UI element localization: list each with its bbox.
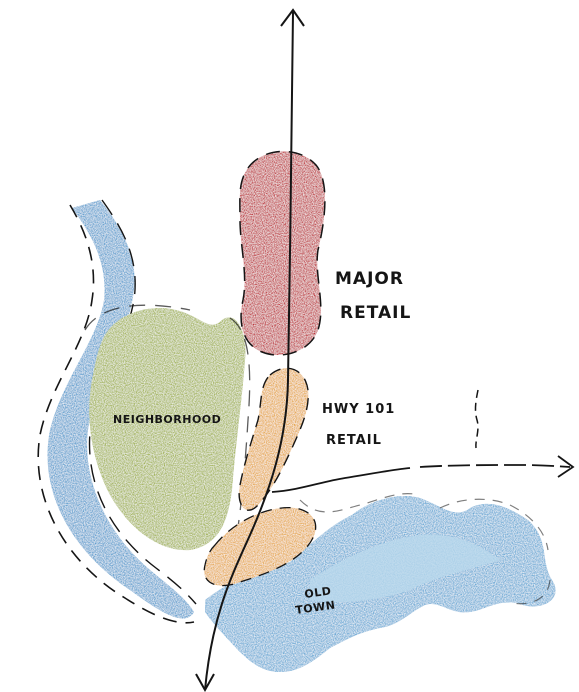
major-retail-label-2: RETAIL xyxy=(340,303,411,323)
major-retail-area xyxy=(240,151,325,355)
neighborhood-area xyxy=(89,308,245,550)
major-retail-label-1: MAJOR xyxy=(335,269,404,289)
hwy-retail-label-2: RETAIL xyxy=(326,433,382,448)
east-connector-dashed xyxy=(420,465,570,467)
neighborhood-label: NEIGHBORHOOD xyxy=(113,413,221,426)
east-connector-line xyxy=(272,468,410,492)
break-mark xyxy=(475,390,478,448)
hwy-retail-label-1: HWY 101 xyxy=(322,402,395,417)
